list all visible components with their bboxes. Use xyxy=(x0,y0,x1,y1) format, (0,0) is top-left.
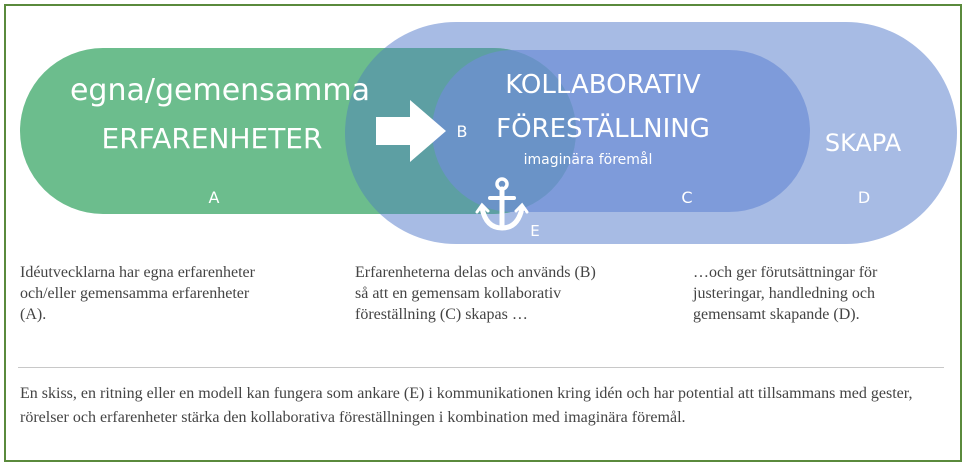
label-b: B xyxy=(457,122,468,141)
label-forestallning: FÖRESTÄLLNING xyxy=(496,112,710,144)
shape-overlap xyxy=(345,48,576,214)
divider xyxy=(18,367,944,368)
label-skapa: SKAPA xyxy=(825,129,902,157)
footer-text: En skiss, en ritning eller en modell kan… xyxy=(20,385,913,426)
label-egna: egna/gemensamma xyxy=(70,73,370,108)
anchor-icon xyxy=(475,177,529,231)
label-kollaborativ: KOLLABORATIV xyxy=(505,70,701,100)
caption-col1: Idéutvecklarna har egna erfarenheter och… xyxy=(20,264,255,323)
label-erfarenheter: ERFARENHETER xyxy=(102,122,323,155)
label-imaginara: imaginära föremål xyxy=(524,151,653,168)
diagram: egna/gemensamma ERFARENHETER A B KOLLABO… xyxy=(20,22,957,244)
label-d: D xyxy=(858,188,870,207)
caption-col2: Erfarenheterna delas och används (B) så … xyxy=(355,264,596,323)
caption-col3: …och ger förutsättningar för justeringar… xyxy=(693,264,878,323)
arrow-right-icon xyxy=(376,100,446,162)
shape-kollaborativ-capsule xyxy=(432,50,810,212)
label-e: E xyxy=(530,222,539,240)
label-c: C xyxy=(681,188,692,207)
label-a: A xyxy=(209,188,220,207)
